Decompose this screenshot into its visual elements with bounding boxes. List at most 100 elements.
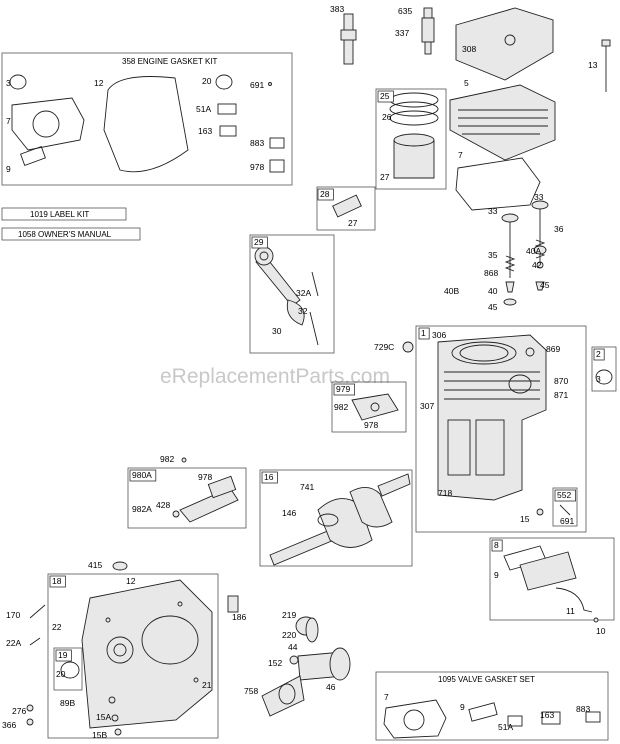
- plug-729c[interactable]: [402, 341, 414, 353]
- engine-gasket-kit-panel[interactable]: 358 ENGINE GASKET KIT: [1, 52, 293, 186]
- callout-982[interactable]: 982: [334, 402, 348, 412]
- callout-27[interactable]: 27: [348, 218, 358, 228]
- callout-152[interactable]: 152: [268, 658, 282, 668]
- callout-7[interactable]: 7: [384, 692, 389, 702]
- callout-7[interactable]: 7: [458, 150, 463, 160]
- seal-20[interactable]: [215, 74, 233, 90]
- callout-29[interactable]: 29: [254, 237, 264, 247]
- callout-978[interactable]: 978: [198, 472, 212, 482]
- callout-89b[interactable]: 89B: [60, 698, 75, 708]
- seal-panel-19[interactable]: [53, 647, 83, 691]
- callout-32a[interactable]: 32A: [296, 288, 311, 298]
- callout-40a[interactable]: 40A: [526, 246, 541, 256]
- callout-1[interactable]: 1: [421, 328, 426, 338]
- callout-219[interactable]: 219: [282, 610, 296, 620]
- camshaft-group[interactable]: [261, 616, 351, 717]
- bolts-left[interactable]: [26, 604, 122, 736]
- callout-28[interactable]: 28: [320, 189, 330, 199]
- valve-gasket-set-panel[interactable]: 1095 VALVE GASKET SET: [375, 671, 609, 741]
- callout-978[interactable]: 978: [250, 162, 264, 172]
- valve-train[interactable]: [501, 200, 549, 306]
- callout-276[interactable]: 276: [12, 706, 26, 716]
- callout-40b[interactable]: 40B: [444, 286, 459, 296]
- callout-170[interactable]: 170: [6, 610, 20, 620]
- callout-758[interactable]: 758: [244, 686, 258, 696]
- cylinder-head-cover-308[interactable]: [455, 7, 554, 81]
- callout-163[interactable]: 163: [198, 126, 212, 136]
- callout-552[interactable]: 552: [557, 490, 571, 500]
- callout-13[interactable]: 13: [588, 60, 598, 70]
- oil-plug-415[interactable]: [112, 561, 128, 571]
- callout-691[interactable]: 691: [560, 516, 574, 526]
- callout-11[interactable]: 11: [566, 606, 575, 616]
- crankcase-cover-panel-18[interactable]: [47, 573, 219, 739]
- screw-982[interactable]: [181, 457, 187, 463]
- callout-19[interactable]: 19: [58, 650, 68, 660]
- callout-30[interactable]: 30: [272, 326, 282, 336]
- callout-186[interactable]: 186: [232, 612, 246, 622]
- head-gasket[interactable]: [11, 97, 85, 151]
- callout-44[interactable]: 44: [288, 642, 298, 652]
- callout-16[interactable]: 16: [264, 472, 274, 482]
- callout-12[interactable]: 12: [94, 78, 104, 88]
- callout-45[interactable]: 45: [540, 280, 550, 290]
- callout-220[interactable]: 220: [282, 630, 296, 640]
- callout-428[interactable]: 428: [156, 500, 170, 510]
- callout-982[interactable]: 982: [160, 454, 174, 464]
- callout-7[interactable]: 7: [6, 116, 11, 126]
- seal-panel-2[interactable]: [591, 346, 617, 392]
- callout-308[interactable]: 308: [462, 44, 476, 54]
- cylinder-head-5[interactable]: [449, 84, 556, 161]
- callout-982a[interactable]: 982A: [132, 504, 152, 514]
- gasket-978[interactable]: [269, 159, 285, 173]
- callout-415[interactable]: 415: [88, 560, 102, 570]
- bolt-13[interactable]: [601, 39, 611, 92]
- callout-883[interactable]: 883: [576, 704, 590, 714]
- callout-163[interactable]: 163: [540, 710, 554, 720]
- seal-ring-3[interactable]: [9, 74, 27, 90]
- callout-42[interactable]: 42: [532, 260, 542, 270]
- callout-3[interactable]: 3: [6, 78, 11, 88]
- callout-3[interactable]: 3: [596, 374, 601, 384]
- callout-33[interactable]: 33: [534, 192, 544, 202]
- gasket-883[interactable]: [269, 137, 285, 149]
- callout-2[interactable]: 2: [596, 349, 601, 359]
- callout-307[interactable]: 307: [420, 401, 434, 411]
- breather-tube-383[interactable]: [340, 13, 357, 65]
- breather-panel-979[interactable]: [331, 381, 407, 433]
- callout-32[interactable]: 32: [298, 306, 308, 316]
- callout-45[interactable]: 45: [488, 302, 498, 312]
- callout-15a[interactable]: 15A: [96, 712, 111, 722]
- callout-22a[interactable]: 22A: [6, 638, 21, 648]
- callout-306[interactable]: 306: [432, 330, 446, 340]
- callout-33[interactable]: 33: [488, 206, 498, 216]
- gasket-163[interactable]: [219, 125, 237, 137]
- callout-980a[interactable]: 980A: [132, 470, 152, 480]
- callout-868[interactable]: 868: [484, 268, 498, 278]
- callout-741[interactable]: 741: [300, 482, 314, 492]
- callout-5[interactable]: 5: [464, 78, 469, 88]
- callout-36[interactable]: 36: [554, 224, 564, 234]
- gasket-9[interactable]: [20, 146, 46, 166]
- callout-15[interactable]: 15: [520, 514, 530, 524]
- callout-35[interactable]: 35: [488, 250, 498, 260]
- fitting-186[interactable]: [227, 595, 239, 613]
- callout-40[interactable]: 40: [488, 286, 498, 296]
- callout-46[interactable]: 46: [326, 682, 336, 692]
- callout-20[interactable]: 20: [56, 669, 66, 679]
- callout-15b[interactable]: 15B: [92, 730, 107, 740]
- valve-cover-panel-8[interactable]: [489, 537, 615, 621]
- connecting-rod-panel-29[interactable]: [249, 234, 335, 354]
- breather-panel-980a[interactable]: [127, 467, 247, 529]
- gasket-51a[interactable]: [217, 103, 237, 115]
- callout-729c[interactable]: 729C: [374, 342, 394, 352]
- callout-337[interactable]: 337: [395, 28, 409, 38]
- piston-pin-panel-28[interactable]: [316, 186, 376, 231]
- callout-18[interactable]: 18: [52, 576, 62, 586]
- label-kit-row[interactable]: 1019 LABEL KIT: [1, 207, 127, 221]
- callout-51a[interactable]: 51A: [196, 104, 211, 114]
- callout-27[interactable]: 27: [380, 172, 390, 182]
- callout-869[interactable]: 869: [546, 344, 560, 354]
- callout-366[interactable]: 366: [2, 720, 16, 730]
- cylinder-block-panel-1[interactable]: [415, 325, 587, 533]
